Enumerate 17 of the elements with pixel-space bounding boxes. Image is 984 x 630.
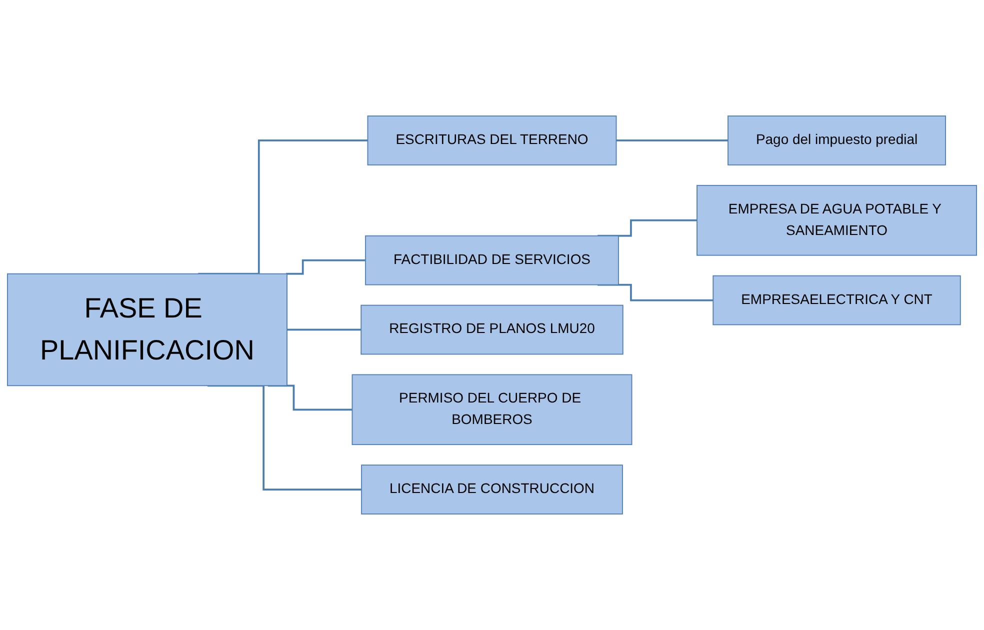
node-box: EMPRESAELECTRICA Y CNT: [712, 275, 961, 326]
node-box: Pago del impuesto predial: [728, 116, 946, 166]
connector: [208, 384, 362, 490]
connector: [268, 384, 352, 411]
connector: [616, 140, 728, 142]
connector: [286, 259, 366, 275]
node-box: EMPRESA DE AGUA POTABLE Y SANEAMIENTO: [696, 184, 977, 256]
node-box: FACTIBILIDAD DE SERVICIOS: [365, 235, 619, 286]
node-box: LICENCIA DE CONSTRUCCION: [361, 464, 623, 514]
node-box: FASE DE PLANIFICACION: [7, 273, 288, 386]
connector: [598, 284, 714, 302]
connector: [198, 140, 368, 275]
connector: [598, 219, 697, 237]
connector: [287, 328, 362, 331]
node-box: REGISTRO DE PLANOS LMU20: [360, 304, 624, 355]
node-box: PERMISO DEL CUERPO DE BOMBEROS: [352, 374, 632, 446]
node-box: ESCRITURAS DEL TERRENO: [367, 116, 617, 166]
